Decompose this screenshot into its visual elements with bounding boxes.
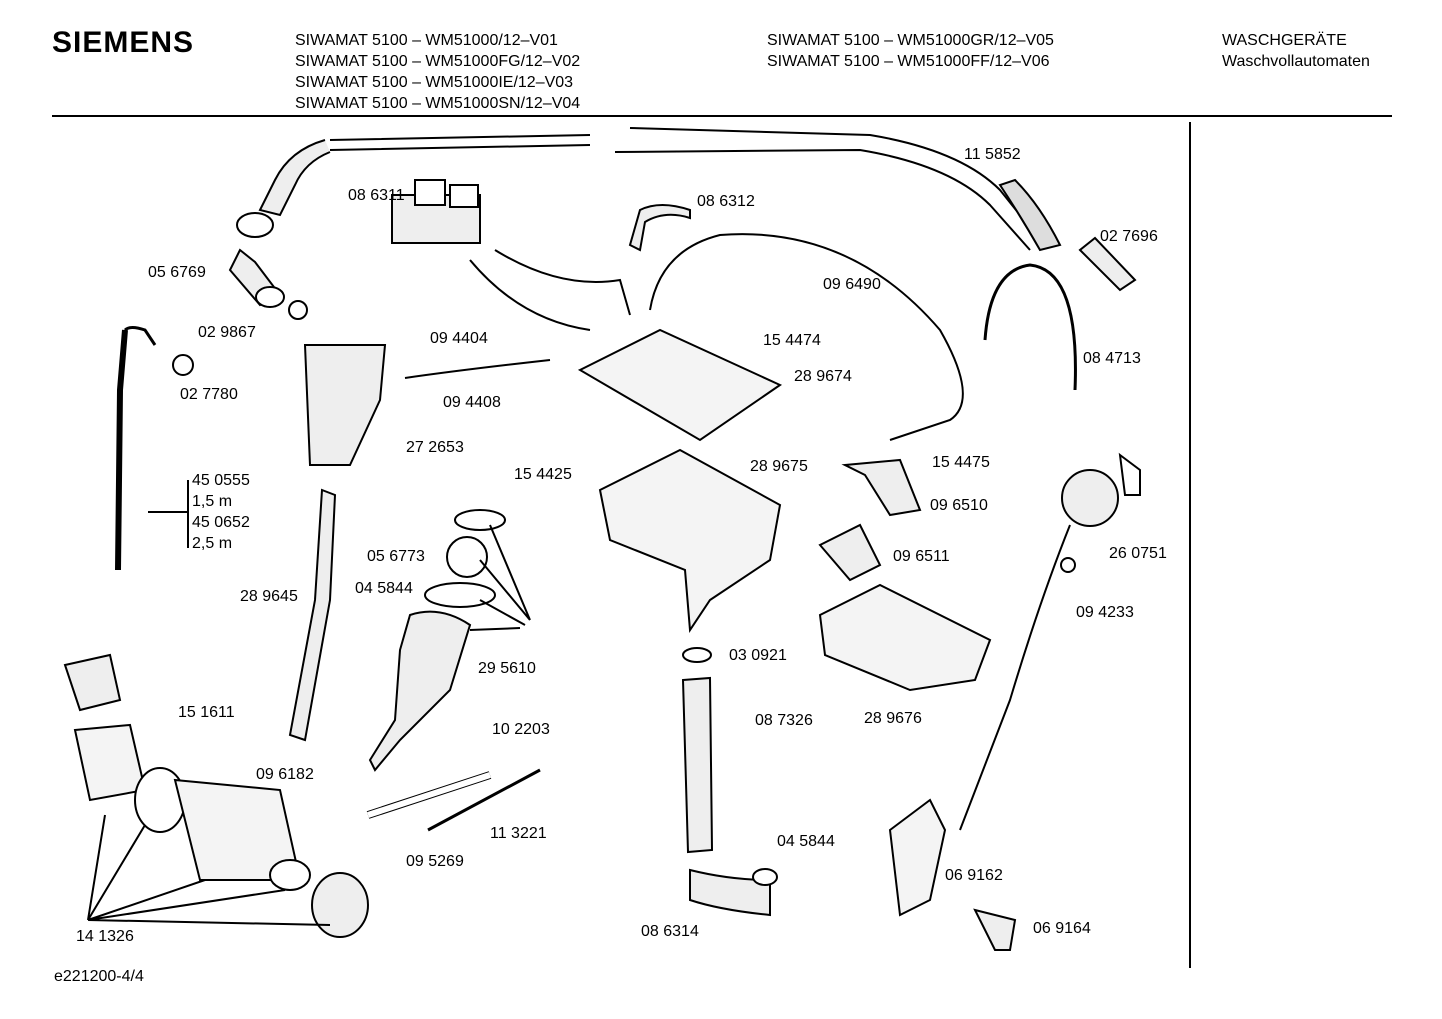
part-label: 15 4475 (932, 454, 990, 471)
model-line: SIWAMAT 5100 – WM51000GR/12–V05 (767, 32, 1054, 49)
part-label: 11 5852 (964, 146, 1021, 163)
part-label: 02 7780 (180, 386, 238, 403)
part-label: 06 9164 (1033, 920, 1091, 937)
bellows-29-5610 (368, 610, 472, 772)
part-label: 09 4408 (443, 394, 501, 411)
part-label: 02 9867 (198, 324, 256, 341)
part-label: 09 4404 (430, 330, 488, 347)
part-label: 09 6490 (823, 276, 881, 293)
housing-28-9675 (598, 448, 782, 633)
part-label: 09 6510 (930, 497, 988, 514)
part-label: 10 2203 (492, 721, 550, 738)
part-label: 04 5844 (777, 833, 835, 850)
part-label: 26 0751 (1109, 545, 1167, 562)
part-label: 28 9645 (240, 588, 298, 605)
brand-logo: SIEMENS (52, 26, 195, 59)
part-label: 27 2653 (406, 439, 464, 456)
model-line: SIWAMAT 5100 – WM51000FF/12–V06 (767, 53, 1050, 70)
model-list-left: SIWAMAT 5100 – WM51000/12–V01 SIWAMAT 51… (295, 30, 580, 114)
part-label: 29 5610 (478, 660, 536, 677)
document-code: e221200-4/4 (54, 968, 144, 985)
model-line: SIWAMAT 5100 – WM51000SN/12–V04 (295, 95, 581, 112)
part-label: 11 3221 (490, 825, 547, 842)
hose-11-5852 (329, 127, 1041, 241)
hose-09-4404 (469, 259, 591, 331)
part-label: 05 6773 (367, 548, 425, 565)
category: WASCHGERÄTE Waschvollautomaten (1222, 30, 1370, 72)
category-title: WASCHGERÄTE (1222, 32, 1347, 49)
part-label: 45 0555 (192, 472, 250, 489)
part-label: 09 5269 (406, 853, 464, 870)
part-label: 08 6314 (641, 923, 699, 940)
part-label: 14 1326 (76, 928, 134, 945)
model-line: SIWAMAT 5100 – WM51000IE/12–V03 (295, 74, 574, 91)
part-label: 08 6311 (348, 187, 405, 204)
part-label: 02 7696 (1100, 228, 1158, 245)
part-label: 09 6511 (893, 548, 950, 565)
part-label: 03 0921 (729, 647, 787, 664)
part-label: 08 4713 (1083, 350, 1141, 367)
part-label: 04 5844 (355, 580, 413, 597)
part-label: 09 4233 (1076, 604, 1134, 621)
part-label: 45 0652 (192, 514, 250, 531)
part-label: 1,5 m (192, 493, 233, 510)
part-label: 08 7326 (755, 712, 813, 729)
drawer-28-9676 (818, 583, 992, 692)
hose-28-9645 (288, 488, 337, 742)
part-label: 08 6312 (697, 193, 755, 210)
model-list-right: SIWAMAT 5100 – WM51000GR/12–V05 SIWAMAT … (767, 30, 1054, 72)
funnel-27-2653 (303, 344, 387, 466)
model-line: SIWAMAT 5100 – WM51000/12–V01 (295, 32, 558, 49)
part-label: 28 9675 (750, 458, 808, 475)
part-label: 15 4425 (514, 466, 572, 483)
part-label: 05 6769 (148, 264, 206, 281)
part-label: 09 6182 (256, 766, 314, 783)
hose-09-4233 (959, 524, 1071, 831)
part-label: 15 1611 (178, 704, 235, 721)
category-subtitle: Waschvollautomaten (1222, 53, 1370, 70)
part-label: 28 9674 (794, 368, 852, 385)
part-label: 2,5 m (192, 535, 233, 552)
part-label: 15 4474 (763, 332, 821, 349)
hose-09-4408 (404, 359, 551, 379)
part-label: 28 9676 (864, 710, 922, 727)
part-label: 06 9162 (945, 867, 1003, 884)
drain-hose-45-0555 (115, 329, 128, 571)
pipe-08-7326 (681, 676, 714, 854)
hose-09-6490 (649, 233, 964, 441)
model-line: SIWAMAT 5100 – WM51000FG/12–V02 (295, 53, 581, 70)
cover-28-9674 (577, 328, 783, 442)
